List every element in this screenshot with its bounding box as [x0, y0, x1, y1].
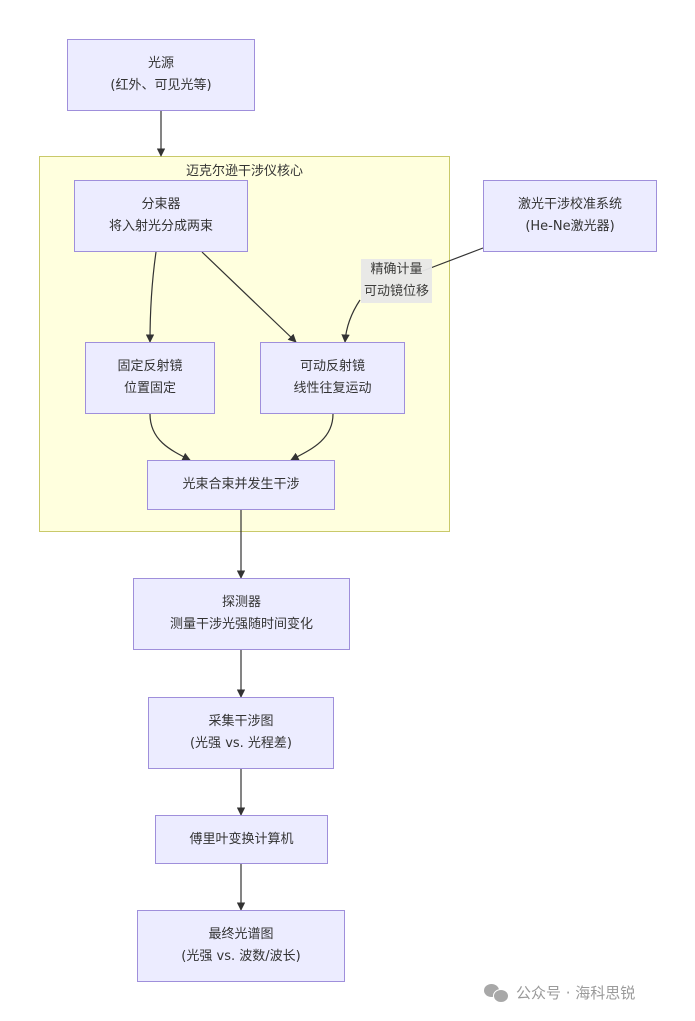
node-detector: 探测器 测量干涉光强随时间变化 [133, 578, 350, 650]
edge-splitter-to-movable [201, 251, 297, 343]
edge-label-text: 精确计量 [370, 262, 423, 277]
node-fixed-mirror: 固定反射镜 位置固定 [85, 342, 215, 414]
node-text: 分束器 [141, 197, 181, 212]
node-text: 采集干涉图 [208, 714, 274, 729]
edge-movable-to-combine [290, 413, 334, 461]
wechat-icon [484, 983, 510, 1003]
node-text: (光强 vs. 波数/波长) [181, 949, 301, 964]
node-text: (He-Ne激光器) [525, 219, 615, 234]
edge-label-calibration: 精确计量 可动镜位移 [361, 259, 433, 303]
node-text: 傅里叶变换计算机 [189, 831, 294, 847]
edge-label-text: 可动镜位移 [364, 284, 430, 299]
node-text: 最终光谱图 [208, 927, 274, 942]
node-text: 固定反射镜 [117, 359, 183, 374]
node-beam-combine: 光束合束并发生干涉 [147, 460, 335, 510]
node-movable-mirror: 可动反射镜 线性往复运动 [260, 342, 405, 414]
watermark: 公众号 · 海科思锐 [484, 982, 635, 1003]
subgraph-title: 迈克尔逊干涉仪核心 [185, 164, 303, 179]
edge-splitter-to-fixed [145, 251, 157, 343]
node-text: 测量干涉光强随时间变化 [169, 617, 313, 632]
node-text: 激光干涉校准系统 [517, 197, 622, 212]
node-text: 将入射光分成两束 [108, 219, 213, 234]
node-text: 探测器 [221, 595, 261, 610]
node-fourier-computer: 傅里叶变换计算机 [155, 815, 328, 864]
node-laser-calibration: 激光干涉校准系统 (He-Ne激光器) [483, 180, 657, 252]
node-text: (红外、可见光等) [110, 78, 212, 93]
node-interferogram: 采集干涉图 (光强 vs. 光程差) [148, 697, 334, 769]
node-text: (光强 vs. 光程差) [189, 736, 292, 751]
node-final-spectrum: 最终光谱图 (光强 vs. 波数/波长) [137, 910, 345, 982]
edge-fixed-to-combine [149, 413, 191, 461]
node-beam-splitter: 分束器 将入射光分成两束 [74, 180, 248, 252]
node-light-source: 光源 (红外、可见光等) [67, 39, 255, 111]
node-text: 位置固定 [123, 381, 176, 396]
node-text: 线性往复运动 [293, 381, 372, 396]
node-text: 光源 [147, 56, 174, 71]
watermark-text: 公众号 · 海科思锐 [516, 984, 636, 1002]
node-text: 光束合束并发生干涉 [182, 477, 300, 492]
node-text: 可动反射镜 [299, 359, 365, 374]
